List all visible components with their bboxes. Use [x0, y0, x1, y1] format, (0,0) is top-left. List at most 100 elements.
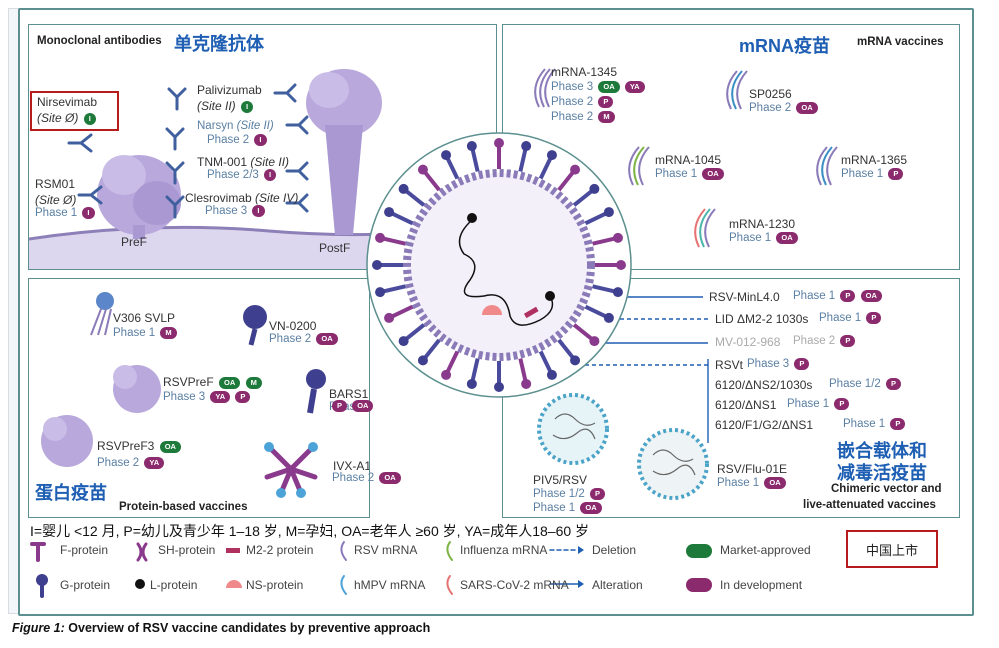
legend-approved: Market-approved	[720, 543, 811, 557]
vn0200-icon	[243, 305, 267, 346]
figure-caption: Figure 1: Overview of RSV vaccine candid…	[12, 621, 431, 635]
dev-badge: I	[252, 205, 265, 217]
legend-deletion: Deletion	[592, 543, 637, 557]
flu-phase: Phase 1 OA	[717, 477, 786, 489]
rsvpref3-phase: Phase 2 YA	[97, 457, 165, 469]
spike-head	[375, 287, 386, 298]
lid-phase: Phase 1 P	[819, 312, 882, 324]
palivizumab-line: (Site II) I	[197, 99, 254, 113]
spike-head	[384, 312, 395, 323]
dev-badge: I	[82, 207, 95, 219]
nirsevimab-highlight	[30, 91, 119, 131]
mab-title: Monoclonal antibodies	[37, 35, 162, 47]
narsyn-phase: Phase 2 I	[207, 134, 267, 146]
spike-head	[466, 141, 477, 152]
pref-protein-shape	[97, 155, 181, 239]
legend-l-protein: L-protein	[150, 578, 198, 592]
mrna-strands	[534, 68, 838, 248]
v306-phase: Phase 1 M	[113, 327, 177, 339]
chimeric-title1: Chimeric vector and	[831, 483, 942, 495]
ns1-phase: Phase 1 P	[787, 398, 850, 410]
flu-name: RSV/Flu-01E	[717, 462, 788, 476]
mv-phase: Phase 2 P	[793, 335, 856, 347]
rsv-virion-diagram	[366, 132, 632, 398]
ns1-name: 6120/ΔNS1	[715, 398, 777, 412]
spike-head	[398, 336, 409, 347]
piv5-phase1: Phase 1/2 P	[533, 488, 606, 500]
bars13-icon	[306, 369, 326, 414]
l-protein-dot	[467, 213, 477, 223]
spike-head	[417, 164, 428, 175]
vn0200-phase: Phase 2 OA	[269, 333, 338, 345]
rsvt-phase: Phase 3 P	[747, 358, 810, 370]
spike-head	[384, 207, 395, 218]
spike-head	[603, 207, 614, 218]
mab-title-cn: 单克隆抗体	[174, 34, 264, 54]
spike-head	[372, 260, 382, 270]
dev-badge: I	[254, 134, 267, 146]
postf-label: PostF	[319, 241, 351, 255]
vn0200-name: VN-0200	[269, 319, 317, 333]
spike-head	[612, 287, 623, 298]
chimeric-title-cn2: 减毒活疫苗	[837, 463, 927, 483]
mv-name: MV-012-968	[715, 335, 781, 349]
m1345-name: mRNA-1345	[551, 65, 618, 79]
f1-phase: Phase 1 P	[843, 418, 906, 430]
spike-head	[546, 369, 557, 380]
spike-head	[494, 138, 504, 148]
spike-head	[494, 382, 504, 392]
nirsevimab-line: (Site Ø) I	[37, 111, 96, 125]
legend-alteration: Alteration	[592, 578, 643, 592]
clesrovimab-name: Clesrovimab (Site IV)	[185, 191, 299, 205]
rsm01-name: RSM01	[35, 177, 76, 191]
legend-m22-protein: M2-2 protein	[246, 543, 314, 557]
m1045-name: mRNA-1045	[655, 153, 722, 167]
l-protein-dot-2	[545, 291, 555, 301]
spike-head	[546, 150, 557, 161]
f1-name: 6120/F1/G2/ΔNS1	[715, 418, 814, 432]
spike-head	[589, 183, 600, 194]
flu-virus-icon	[637, 428, 709, 500]
m1230-name: mRNA-1230	[729, 217, 796, 231]
m1345-phase3: Phase 3 OA YA	[551, 81, 645, 93]
postf-protein-shape	[306, 69, 382, 235]
spike-head	[589, 336, 600, 347]
protein-illustrations	[41, 292, 326, 498]
legend-f-protein: F-protein	[60, 543, 109, 557]
legend-in-development: In development	[720, 578, 803, 592]
rsvpref-phase: Phase 3 YA P	[163, 391, 251, 403]
china-market-box: 中国上市	[846, 530, 938, 568]
ns2-phase: Phase 1/2 P	[829, 378, 902, 390]
approved-badge: I	[241, 100, 254, 113]
minl-name: RSV-MinL4.0	[709, 290, 780, 304]
age-key: I=婴儿 <12 月, P=幼儿及青少年 1–18 岁, M=孕妇, OA=老年…	[30, 523, 590, 539]
m1230-phase: Phase 1 OA	[729, 232, 798, 244]
palivizumab-name: Palivizumab	[197, 83, 262, 97]
legend-ns-protein: NS-protein	[246, 578, 304, 592]
ivx-icon	[264, 442, 318, 498]
ivx-phase: Phase 2 OA	[332, 472, 401, 484]
legend-g-protein: G-protein	[60, 578, 111, 592]
mrna-title: mRNA vaccines	[857, 36, 944, 48]
surface-glycoproteins	[372, 138, 626, 392]
protein-panel: V306 SVLP Phase 1 M VN-0200 Phase 2 OA R…	[28, 278, 370, 518]
sp0256-phase: Phase 2 OA	[749, 102, 818, 114]
m1345-phase2a: Phase 2 P	[551, 96, 614, 108]
protein-title-cn: 蛋白疫苗	[35, 483, 107, 503]
spike-head	[375, 232, 386, 243]
rsvpref3-icon	[41, 415, 93, 467]
bars13-phase-badges: P OA	[330, 400, 374, 412]
legend-hmpv-mrna: hMPV mRNA	[354, 578, 426, 592]
m1045-phase: Phase 1 OA	[655, 168, 724, 180]
legend-icons	[30, 541, 712, 598]
spike-head	[521, 378, 532, 389]
spike-head	[570, 355, 581, 366]
lid-name: LID ΔM2-2 1030s	[715, 312, 809, 326]
legend-sh-protein: SH-protein	[158, 543, 216, 557]
dev-badge: I	[264, 169, 277, 181]
piv5-virus-icon	[537, 393, 609, 465]
ns-protein-shape	[482, 305, 502, 315]
m1365-phase: Phase 1 P	[841, 168, 904, 180]
narsyn-name: Narsyn (Site II)	[197, 120, 274, 132]
rsm01-phase: Phase 1 I	[35, 207, 95, 219]
